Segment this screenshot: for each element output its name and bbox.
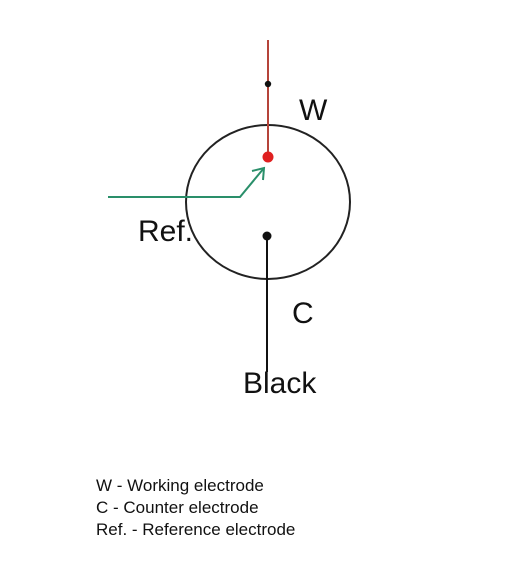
- legend-counter: C - Counter electrode: [96, 498, 259, 517]
- working-electrode-label: W: [299, 94, 328, 127]
- legend: W - Working electrode C - Counter electr…: [96, 476, 295, 539]
- working-lead-junction-dot: [264, 80, 272, 88]
- counter-lead-color-label: Black: [243, 367, 317, 400]
- legend-reference: Ref. - Reference electrode: [96, 520, 295, 539]
- counter-electrode-dot: [262, 231, 272, 241]
- working-electrode-dot: [262, 151, 274, 163]
- reference-arrowhead: [251, 166, 266, 181]
- counter-electrode-label: C: [292, 297, 314, 330]
- legend-working: W - Working electrode: [96, 476, 264, 495]
- reference-electrode-lead: [108, 167, 265, 198]
- reference-electrode-label: Ref.: [138, 215, 193, 248]
